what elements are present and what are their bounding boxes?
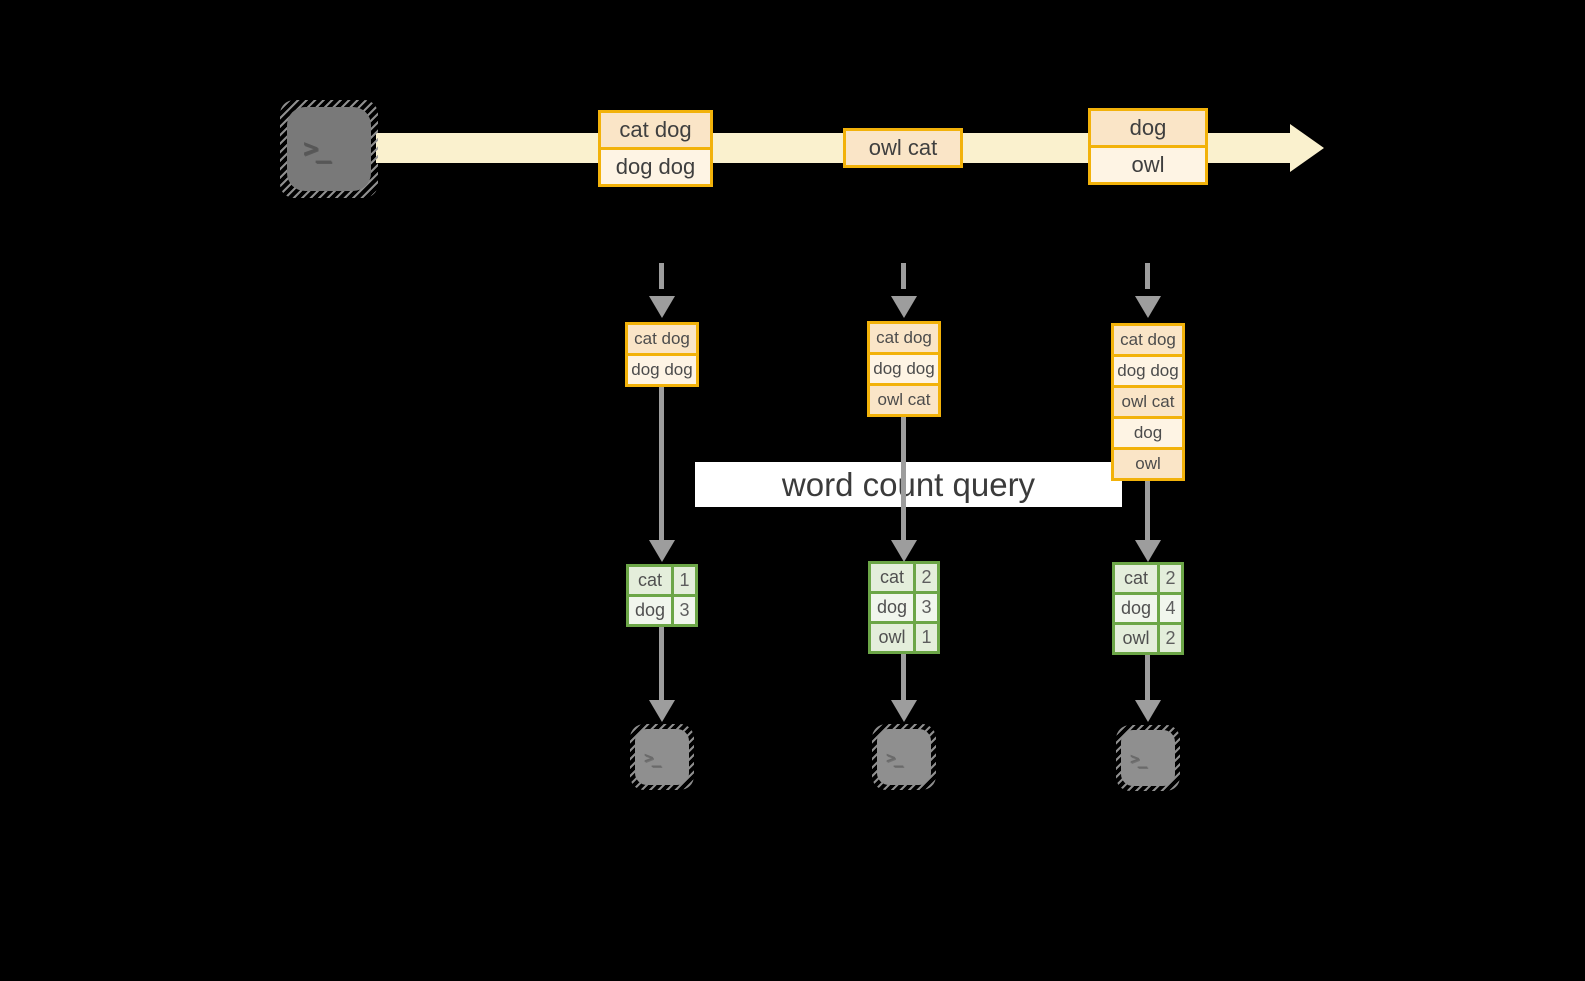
stream-batch-1: cat dog dog dog [598, 110, 713, 187]
state-line: cat dog [1111, 323, 1185, 357]
word-cell: dog [626, 594, 674, 627]
count-cell: 2 [1157, 562, 1184, 595]
batch-line: owl cat [843, 128, 963, 168]
table-row: cat 2 [1112, 562, 1184, 595]
word-cell: dog [868, 591, 916, 624]
trigger-arrow-dash-2 [901, 263, 906, 289]
batch-line: dog [1088, 108, 1208, 148]
state-line: cat dog [867, 321, 941, 355]
sink-arrowhead-1 [649, 700, 675, 722]
query-arrow-line-3 [1145, 481, 1150, 540]
terminal-prompt-glyph: >_ [644, 747, 661, 767]
terminal-screen: >_ [877, 729, 931, 785]
query-arrow-line-2 [901, 417, 906, 540]
word-cell: owl [1112, 622, 1160, 655]
word-cell: dog [1112, 592, 1160, 625]
query-arrowhead-1 [649, 540, 675, 562]
sink-arrow-line-2 [901, 654, 906, 700]
state-line: dog dog [1111, 354, 1185, 388]
terminal-prompt-glyph: >_ [1130, 748, 1147, 768]
query-arrowhead-3 [1135, 540, 1161, 562]
terminal-screen: >_ [1121, 730, 1175, 786]
input-state-box-3: cat dog dog dog owl cat dog owl [1111, 323, 1185, 481]
trigger-arrow-dash-3 [1145, 263, 1150, 289]
terminal-sink-icon-1: >_ [630, 724, 694, 790]
sink-arrow-line-3 [1145, 655, 1150, 700]
state-line: owl cat [1111, 385, 1185, 419]
stream-batch-2: owl cat [843, 128, 963, 168]
word-count-table-3: cat 2 dog 4 owl 2 [1112, 562, 1184, 655]
table-row: owl 1 [868, 621, 940, 654]
count-cell: 3 [671, 594, 698, 627]
terminal-sink-icon-3: >_ [1116, 725, 1180, 791]
table-row: dog 3 [868, 591, 940, 624]
batch-line: cat dog [598, 110, 713, 150]
table-row: owl 2 [1112, 622, 1184, 655]
state-line: owl cat [867, 383, 941, 417]
query-label-box: word count query [695, 462, 1122, 507]
state-line: dog dog [625, 353, 699, 387]
trigger-arrowhead-1 [649, 296, 675, 318]
count-cell: 1 [913, 621, 940, 654]
count-cell: 3 [913, 591, 940, 624]
table-row: cat 2 [868, 561, 940, 594]
sink-arrowhead-3 [1135, 700, 1161, 722]
query-arrowhead-2 [891, 540, 917, 562]
state-line: dog [1111, 416, 1185, 450]
word-cell: cat [1112, 562, 1160, 595]
trigger-arrow-dash-1 [659, 263, 664, 289]
input-state-box-2: cat dog dog dog owl cat [867, 321, 941, 417]
sink-arrowhead-2 [891, 700, 917, 722]
trigger-arrowhead-3 [1135, 296, 1161, 318]
terminal-screen: >_ [287, 107, 371, 191]
word-cell: cat [868, 561, 916, 594]
word-cell: cat [626, 564, 674, 597]
table-row: dog 4 [1112, 592, 1184, 625]
state-line: cat dog [625, 322, 699, 356]
state-line: dog dog [867, 352, 941, 386]
count-cell: 2 [913, 561, 940, 594]
state-line: owl [1111, 447, 1185, 481]
table-row: cat 1 [626, 564, 698, 597]
batch-line: owl [1088, 145, 1208, 185]
terminal-prompt-glyph: >_ [303, 134, 331, 164]
word-cell: owl [868, 621, 916, 654]
word-count-table-1: cat 1 dog 3 [626, 564, 698, 627]
terminal-source-icon: >_ [280, 100, 378, 198]
stream-batch-3: dog owl [1088, 108, 1208, 185]
count-cell: 4 [1157, 592, 1184, 625]
terminal-sink-icon-2: >_ [872, 724, 936, 790]
count-cell: 1 [671, 564, 698, 597]
input-state-box-1: cat dog dog dog [625, 322, 699, 387]
table-row: dog 3 [626, 594, 698, 627]
batch-line: dog dog [598, 147, 713, 187]
stream-timeline-arrowhead [1290, 124, 1324, 172]
sink-arrow-line-1 [659, 627, 664, 700]
query-label: word count query [781, 465, 1036, 503]
terminal-screen: >_ [635, 729, 689, 785]
terminal-prompt-glyph: >_ [886, 747, 903, 767]
word-count-table-2: cat 2 dog 3 owl 1 [868, 561, 940, 654]
count-cell: 2 [1157, 622, 1184, 655]
trigger-arrowhead-2 [891, 296, 917, 318]
query-arrow-line-1 [659, 387, 664, 540]
